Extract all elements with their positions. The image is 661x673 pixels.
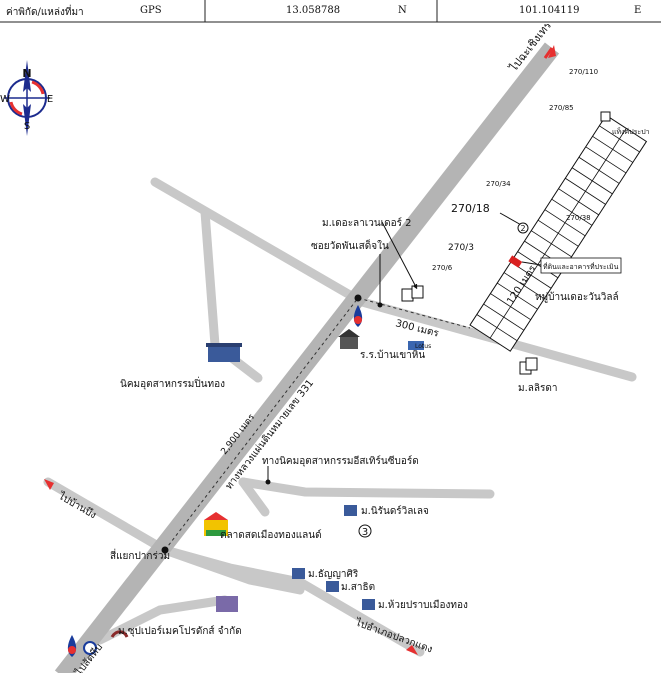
- ptt-station-icon-2: [67, 635, 77, 657]
- label-soi-wat: ซอยวัดพันเสด็จใน: [311, 238, 389, 252]
- leader-appraised: [521, 261, 542, 266]
- header-table-lines: [0, 0, 661, 23]
- arrow-to-pluak-daeng: [406, 645, 418, 655]
- supermarket-icon: [110, 630, 129, 638]
- bank-icon: [83, 641, 97, 655]
- compass-e: E: [47, 94, 53, 105]
- water-tank-icon: [600, 111, 611, 122]
- label-road-estate: ทางนิคมอุตสาหกรรมอีสเทิร์นซีบอร์ด: [262, 455, 419, 467]
- label-supermarket: ม.ซุปเปอร์เมคโปรดักส์ จำกัด: [118, 624, 242, 637]
- soi-entrance-dot: [377, 302, 383, 308]
- label-appraised: ที่ดินและอาคารที่ประเมิน: [543, 262, 619, 271]
- road-industrial-estate: [238, 477, 495, 499]
- road-industrial-branch: [238, 477, 270, 517]
- coordinates-header: ค่าพิกัด/แหล่งที่มา GPS 13.058788 N 101.…: [0, 0, 661, 24]
- label-project-village: หมู่บ้านเดอะวันวิลล์: [535, 291, 619, 303]
- label-270-34: 270/34: [486, 180, 511, 188]
- label-school: ร.ร.บ้านเขาหิน: [360, 349, 425, 361]
- compass-icon: N S E W: [0, 60, 53, 136]
- arrow-to-ban-bueng: [44, 479, 54, 490]
- label-270-3: 270/3: [448, 243, 474, 253]
- label-village-thanya: ม.ธัญญาศิริ: [308, 569, 359, 580]
- appraised-callout-box: [540, 257, 622, 274]
- coordinates-label: ค่าพิกัด/แหล่งที่มา: [6, 7, 84, 18]
- road-south: [95, 595, 230, 645]
- village-thanya-icon: [292, 568, 305, 579]
- road-pluak-daeng: [160, 545, 425, 657]
- label-village-ruen: ม.นิรันดร์วิลเลจ: [361, 505, 429, 517]
- compass-s: S: [24, 121, 30, 132]
- latitude-direction: N: [398, 5, 407, 16]
- label-270-110: 270/110: [569, 68, 598, 76]
- location-map: N S E W: [0, 24, 650, 673]
- label-village-sachit: ม.สาธิต: [341, 582, 375, 593]
- leader-village-2: [381, 221, 418, 290]
- lalita-icon-b: [525, 357, 538, 371]
- label-270-38: 270/38: [566, 214, 591, 222]
- industrial-estate-icon: [206, 343, 242, 362]
- ptt-station-icon-1: [353, 305, 363, 327]
- building-icons: [67, 285, 538, 657]
- label-270-85: 270/85: [549, 104, 574, 112]
- compass-n: N: [22, 67, 31, 80]
- village-ruen-icon: [344, 505, 357, 516]
- highway-331: [54, 42, 560, 673]
- label-intersection: สี่แยกปากร่วม: [110, 548, 170, 562]
- label-lotus-sign: Lotus: [415, 343, 431, 350]
- label-village-huaypong: ม.ห้วยปราบเมืองทอง: [378, 599, 468, 611]
- label-market: ตลาดสดเมืองทองแลนด์: [220, 529, 322, 541]
- label-village-2: ม.เดอะลาเวนเดอร์ 2: [322, 217, 412, 229]
- estate-entrance-dot: [265, 479, 271, 485]
- label-industrial-estate: นิคมอุตสาหกรรมปิ่นทอง: [120, 376, 225, 390]
- school-icon: [338, 329, 360, 349]
- intersection-dot: [161, 546, 169, 554]
- compass-w: W: [0, 94, 10, 105]
- circle-3-badge: [358, 524, 372, 538]
- soi-junction-dot: [354, 294, 362, 302]
- label-to-pluak-daeng: ไปอำเภอปลวกแดง: [353, 616, 434, 655]
- leader-270-18: [499, 212, 524, 227]
- longitude-direction: E: [634, 5, 642, 16]
- coordinates-source: GPS: [140, 5, 162, 16]
- label-270-6: 270/6: [432, 264, 453, 272]
- label-circle-2: 2: [520, 224, 525, 233]
- market-icon: [204, 512, 228, 536]
- village-sachit-icon: [326, 581, 339, 592]
- label-water-tank: แท็งค์ประปา: [612, 127, 650, 136]
- label-270-18: 270/18: [451, 202, 490, 215]
- village-huaypong-icon: [362, 599, 375, 610]
- subdivision-plots: [469, 114, 648, 352]
- label-circle-3: 3: [362, 527, 368, 538]
- highway-arrow-north: [543, 47, 554, 59]
- village-2-icon-a: [401, 288, 414, 302]
- latitude-value: 13.058788: [286, 5, 341, 16]
- label-lalita: ม.ลลิรดา: [518, 383, 558, 394]
- lotus-sign-icon: [408, 341, 424, 350]
- village-2-icon-b: [411, 285, 424, 299]
- circle-2-badge: [517, 222, 529, 234]
- arrow-to-chachoengsao: [548, 45, 556, 58]
- appraised-plot-marker: [508, 255, 523, 268]
- longitude-value: 101.104119: [519, 5, 580, 16]
- supermarket-building-icon: [216, 596, 238, 612]
